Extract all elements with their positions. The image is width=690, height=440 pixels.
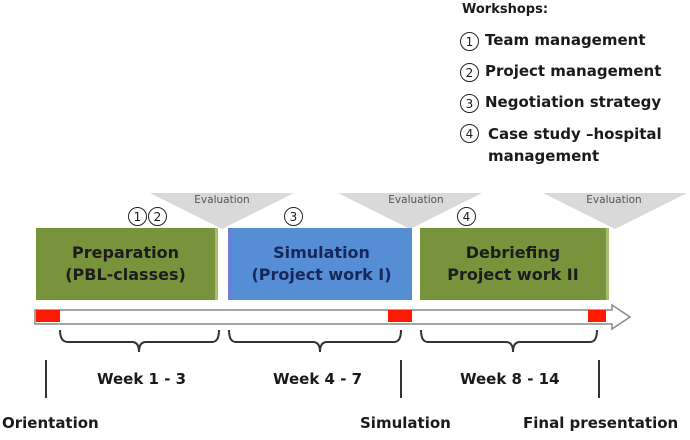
milestone-marker-orientation: [36, 310, 60, 322]
week-braces: [59, 329, 598, 353]
phase-simulation: Simulation (Project work I): [228, 228, 412, 300]
phase-preparation: Preparation (PBL-classes): [36, 228, 218, 300]
legend-label: Project management: [485, 62, 662, 80]
milestone-marker-simulation: [388, 310, 412, 322]
legend-item-team-management: 1 Team management: [460, 31, 646, 51]
number-1-icon: 1: [460, 32, 479, 51]
workshop-2-marker: 2: [148, 207, 167, 226]
milestone-final-presentation: Final presentation: [523, 414, 679, 432]
legend-label: Negotiation strategy: [485, 93, 662, 111]
week-label-1: Week 1 - 3: [97, 370, 187, 388]
week-label-3: Week 8 - 14: [460, 370, 560, 388]
phase-title: Preparation: [72, 243, 179, 262]
milestone-orientation: Orientation: [2, 414, 99, 432]
evaluation-marker-1: [150, 193, 294, 229]
legend-item-case-study: 4 Case study –hospital management: [460, 123, 662, 167]
legend-label: Case study –hospital management: [488, 123, 662, 167]
phase-title: Simulation: [273, 243, 370, 262]
evaluation-label-2: Evaluation: [388, 194, 444, 206]
legend-item-negotiation-strategy: 3 Negotiation strategy: [460, 93, 661, 113]
number-2-icon: 2: [460, 63, 479, 82]
phase-subtitle: (PBL-classes): [65, 265, 186, 284]
legend-item-project-management: 2 Project management: [460, 62, 661, 82]
brace-week-8-14: [420, 329, 598, 353]
orientation-tick: [45, 360, 47, 398]
legend-label-line1: Case study –hospital: [488, 125, 662, 143]
phase-title: Debriefing: [465, 243, 561, 262]
evaluation-label-1: Evaluation: [194, 194, 250, 206]
evaluation-marker-3: [543, 193, 687, 229]
evaluation-label-3: Evaluation: [586, 194, 642, 206]
phase-subtitle: (Project work I): [251, 265, 392, 284]
week-label-2: Week 4 - 7: [273, 370, 363, 388]
legend-label: Team management: [485, 31, 646, 49]
brace-week-1-3: [59, 329, 220, 353]
milestone-marker-final: [588, 310, 606, 322]
timeline-arrow: [34, 303, 632, 331]
legend-label-line2: management: [488, 147, 600, 165]
milestone-simulation: Simulation: [360, 414, 451, 432]
final-presentation-tick: [598, 360, 600, 398]
number-4-icon: 4: [460, 124, 479, 143]
brace-week-4-7: [228, 329, 402, 353]
workshops-legend-title: Workshops:: [462, 2, 549, 17]
workshop-1-marker: 1: [128, 207, 147, 226]
simulation-tick: [400, 360, 402, 398]
timeline-arrow-shape: [34, 303, 632, 331]
workshop-3-marker: 3: [284, 207, 303, 226]
phase-debriefing: Debriefing Project work II: [420, 228, 609, 300]
workshop-4-marker: 4: [457, 207, 476, 226]
phase-subtitle: Project work II: [447, 265, 579, 284]
number-3-icon: 3: [460, 94, 479, 113]
